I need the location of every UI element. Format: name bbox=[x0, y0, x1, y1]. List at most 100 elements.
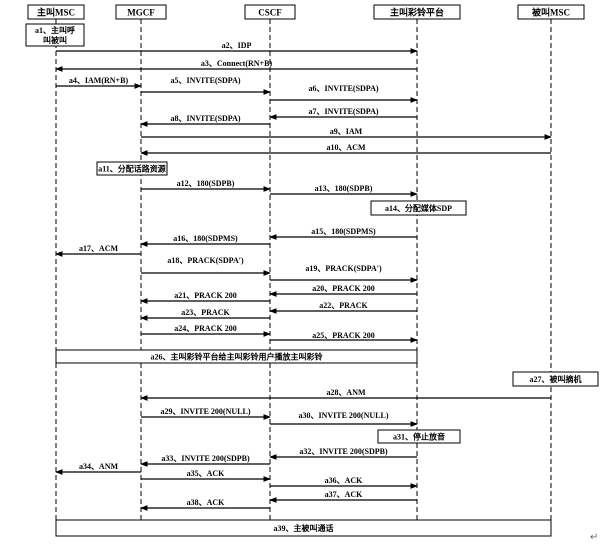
message-label: a28、ANM bbox=[326, 388, 366, 397]
note-box bbox=[512, 371, 599, 387]
message-a29: a29、INVITE 200(NULL) bbox=[141, 407, 271, 420]
message-a36: a36、ACK bbox=[270, 476, 418, 489]
message-label: a35、ACK bbox=[187, 469, 226, 478]
message-a7: a7、INVITE(SDPA) bbox=[269, 107, 417, 120]
message-a35: a35、ACK bbox=[141, 469, 271, 482]
note-box bbox=[96, 161, 168, 176]
message-label: a20、PRACK 200 bbox=[312, 284, 374, 293]
note-a39: a39、主被叫通话 bbox=[55, 519, 552, 537]
message-label: a30、INVITE 200(NULL) bbox=[298, 411, 388, 420]
note-label: a1、主叫呼 bbox=[35, 25, 75, 35]
message-label: a9、IAM bbox=[330, 127, 363, 136]
message-a15: a15、180(SDPMS) bbox=[269, 227, 417, 240]
note-box bbox=[377, 429, 461, 444]
message-label: a33、INVITE 200(SDPB) bbox=[161, 454, 250, 463]
message-label: a25、PRACK 200 bbox=[312, 331, 374, 340]
message-a16: a16、180(SDPMS) bbox=[140, 234, 270, 247]
message-a2: a2、IDP bbox=[56, 41, 418, 54]
message-label: a13、180(SDPB) bbox=[315, 184, 373, 193]
note-label: a31、停止放音 bbox=[393, 432, 445, 442]
message-a34: a34、ANM bbox=[55, 462, 141, 475]
paragraph-mark: ↵ bbox=[590, 532, 599, 543]
message-a17: a17、ACM bbox=[55, 244, 141, 257]
message-label: a4、IAM(RN+B) bbox=[69, 76, 129, 85]
message-label: a19、PRACK(SDPA′) bbox=[305, 264, 382, 273]
message-a8: a8、INVITE(SDPA) bbox=[140, 114, 270, 127]
message-label: a18、PRACK(SDPA′) bbox=[167, 256, 244, 265]
message-label: a32、INVITE 200(SDPB) bbox=[299, 447, 388, 456]
participant-label: 主叫MSC bbox=[37, 7, 75, 18]
message-a20: a20、PRACK 200 bbox=[269, 284, 417, 297]
participant-box bbox=[517, 4, 585, 20]
message-a10: a10、ACM bbox=[140, 143, 551, 156]
message-a21: a21、PRACK 200 bbox=[140, 291, 270, 304]
message-label: a16、180(SDPMS) bbox=[173, 234, 238, 243]
message-a3: a3、Connect(RN+B) bbox=[55, 59, 417, 72]
note-box bbox=[25, 23, 85, 47]
message-label: a17、ACM bbox=[79, 244, 119, 253]
note-label: a27、被叫摘机 bbox=[530, 374, 582, 384]
message-label: a3、Connect(RN+B) bbox=[201, 59, 273, 68]
message-label: a2、IDP bbox=[222, 41, 252, 50]
participant-crbt: 主叫彩铃平台 bbox=[373, 4, 461, 20]
message-label: a5、INVITE(SDPA) bbox=[170, 76, 240, 85]
note-a26: a26、主叫彩铃平台给主叫彩铃用户播放主叫彩铃 bbox=[55, 349, 418, 364]
note-label: a11、分配话路资源 bbox=[98, 164, 166, 174]
message-a25: a25、PRACK 200 bbox=[270, 331, 418, 343]
message-label: a6、INVITE(SDPA) bbox=[308, 84, 378, 93]
note-box bbox=[55, 519, 552, 537]
message-label: a37、ACK bbox=[325, 490, 364, 499]
message-label: a29、INVITE 200(NULL) bbox=[160, 407, 250, 416]
message-a6: a6、INVITE(SDPA) bbox=[270, 84, 418, 103]
message-a33: a33、INVITE 200(SDPB) bbox=[140, 454, 270, 467]
message-label: a15、180(SDPMS) bbox=[311, 227, 376, 236]
message-label: a12、180(SDPB) bbox=[177, 179, 235, 188]
message-label: a23、PRACK bbox=[181, 308, 230, 317]
message-a5: a5、INVITE(SDPA) bbox=[141, 76, 271, 95]
message-a13: a13、180(SDPB) bbox=[270, 184, 418, 197]
participant-label: 主叫彩铃平台 bbox=[390, 7, 444, 18]
participant-box bbox=[115, 4, 167, 20]
message-label: a7、INVITE(SDPA) bbox=[308, 107, 378, 116]
message-label: a24、PRACK 200 bbox=[174, 324, 236, 333]
participant-msc_a: 主叫MSC bbox=[27, 4, 85, 20]
message-label: a10、ACM bbox=[326, 143, 366, 152]
message-label: a21、PRACK 200 bbox=[174, 291, 236, 300]
participant-box bbox=[373, 4, 461, 20]
message-label: a38、ACK bbox=[187, 498, 226, 507]
message-a37: a37、ACK bbox=[269, 490, 417, 503]
message-label: a34、ANM bbox=[79, 462, 119, 471]
message-label: a22、PRACK bbox=[319, 301, 368, 310]
participant-label: 被叫MSC bbox=[532, 7, 570, 18]
message-label: a36、ACK bbox=[325, 476, 364, 485]
message-a12: a12、180(SDPB) bbox=[141, 179, 271, 192]
participant-box bbox=[244, 4, 296, 20]
note-label: a39、主被叫通话 bbox=[274, 523, 334, 533]
note-label: a14、分配媒体SDP bbox=[385, 203, 452, 213]
message-a22: a22、PRACK bbox=[269, 301, 417, 314]
participant-box bbox=[27, 4, 85, 20]
participant-msc_b: 被叫MSC bbox=[517, 4, 585, 20]
note-a31: a31、停止放音 bbox=[377, 429, 461, 444]
message-label: a8、INVITE(SDPA) bbox=[170, 114, 240, 123]
participant-cscf: CSCF bbox=[244, 4, 296, 20]
note-a14: a14、分配媒体SDP bbox=[370, 200, 467, 216]
message-a38: a38、ACK bbox=[140, 498, 270, 511]
note-a11: a11、分配话路资源 bbox=[96, 161, 168, 176]
note-a27: a27、被叫摘机 bbox=[512, 371, 599, 387]
message-a9: a9、IAM bbox=[141, 127, 552, 140]
message-a23: a23、PRACK bbox=[140, 308, 270, 321]
message-a28: a28、ANM bbox=[140, 388, 551, 401]
message-a30: a30、INVITE 200(NULL) bbox=[270, 411, 418, 427]
message-a18: a18、PRACK(SDPA′) bbox=[141, 256, 271, 276]
message-a32: a32、INVITE 200(SDPB) bbox=[269, 447, 417, 460]
message-a4: a4、IAM(RN+B) bbox=[56, 76, 142, 89]
note-box bbox=[55, 349, 418, 364]
note-label: 叫被叫 bbox=[43, 35, 67, 45]
message-a24: a24、PRACK 200 bbox=[141, 324, 271, 337]
note-label: a26、主叫彩铃平台给主叫彩铃用户播放主叫彩铃 bbox=[151, 352, 323, 362]
participant-mgcf: MGCF bbox=[115, 4, 167, 20]
note-box bbox=[370, 200, 467, 216]
